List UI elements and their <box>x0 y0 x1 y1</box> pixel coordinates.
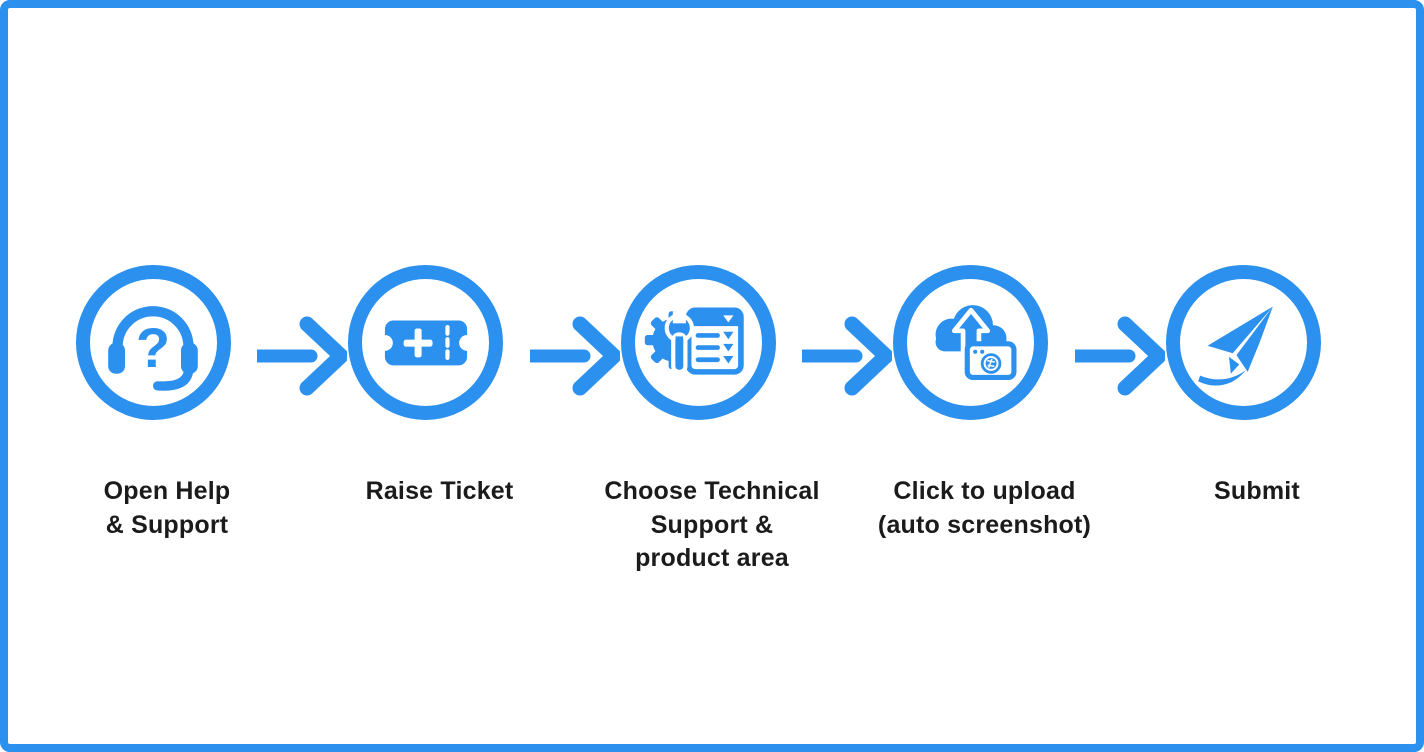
flow-arrow-icon <box>529 316 620 396</box>
step-circle-open-help-support: ? <box>75 264 231 420</box>
paper-plane-icon <box>1198 306 1273 386</box>
flow-arrow-icon <box>1074 316 1165 396</box>
step-circle-choose-support-area <box>620 264 776 420</box>
headset-question-icon: ? <box>108 306 198 391</box>
step-label-open-help-support: Open Help & Support <box>103 477 231 539</box>
flow-arrow-icon <box>257 316 347 396</box>
step-circle-click-to-upload <box>893 264 1048 420</box>
gear-wrench-checklist-icon <box>644 307 744 375</box>
cloud-upload-screenshot-icon <box>935 305 1016 381</box>
step-label-submit: Submit <box>1214 477 1300 505</box>
step-label-choose-support-area: Choose Technical Support & product area <box>604 477 820 572</box>
step-circle-raise-ticket <box>348 264 503 420</box>
svg-text:?: ? <box>136 316 170 379</box>
ticket-plus-icon <box>376 320 475 366</box>
step-circle-submit <box>1165 264 1321 420</box>
step-label-click-to-upload: Click to upload (auto screenshot) <box>877 477 1092 539</box>
step-label-raise-ticket: Raise Ticket <box>365 477 514 505</box>
flow-arrow-icon <box>802 316 892 396</box>
